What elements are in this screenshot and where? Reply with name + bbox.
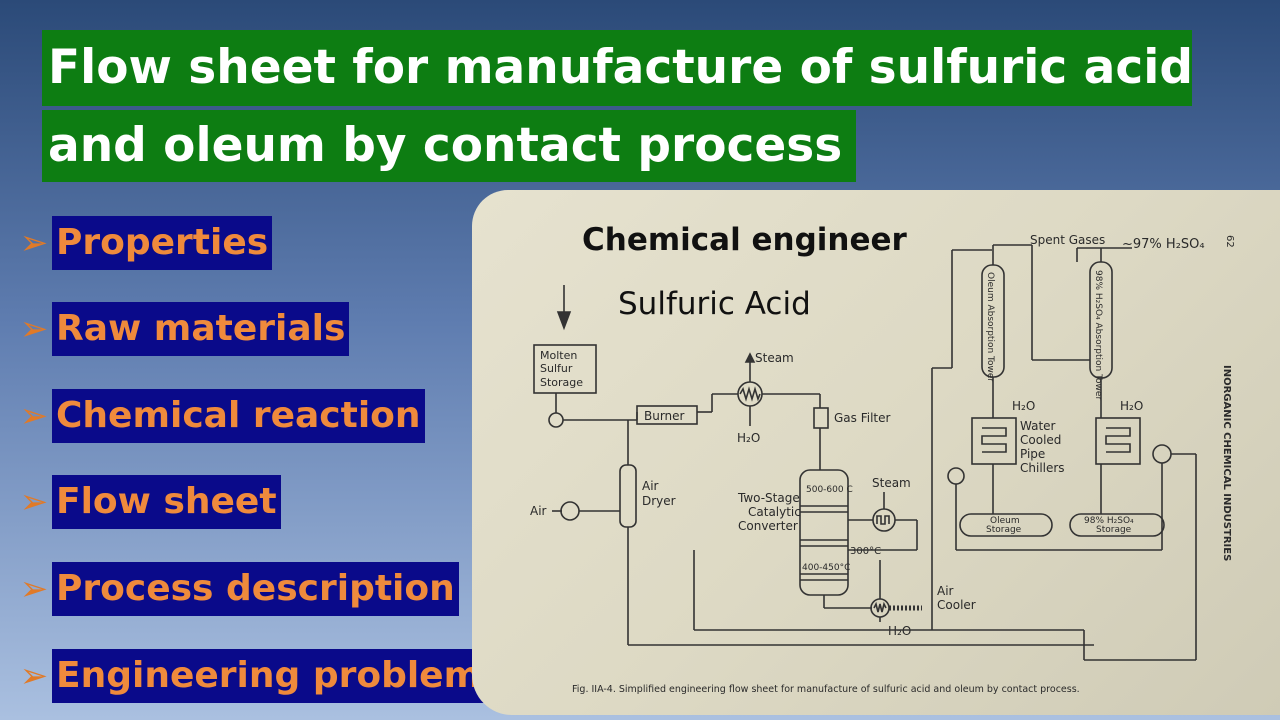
pump-icon — [548, 412, 564, 428]
burner-box — [636, 405, 698, 425]
oleum-storage-label-2: Storage — [986, 525, 1022, 535]
arrow-bullet-icon: ➢ — [19, 309, 49, 349]
page-number: 62 — [1224, 235, 1235, 248]
acid-97-label: ~97% H₂SO₄ — [1122, 237, 1205, 252]
spent-gases-label: Spent Gases — [1030, 233, 1105, 247]
gas-filter-box — [813, 407, 829, 429]
burner-label: Burner — [644, 409, 685, 423]
acid-storage-label-1: 98% H₂SO₄ — [1084, 516, 1134, 526]
acid-storage-label-2: Storage — [1096, 525, 1132, 535]
temp-bottom-label: 400-450°C — [802, 563, 850, 573]
acid-storage-tank — [1069, 513, 1165, 537]
gas-filter-label: Gas Filter — [834, 411, 891, 425]
temp-mid-label: 300°C — [850, 546, 881, 557]
arrow-bullet-icon: ➢ — [19, 482, 49, 522]
h2o-bottom-label: H₂O — [888, 624, 911, 638]
menu-item-flow-sheet[interactable]: ➢ Flow sheet — [16, 473, 281, 531]
air-label: Air — [530, 504, 547, 518]
arrow-bullet-icon: ➢ — [19, 569, 49, 609]
arrow-bullet-icon: ➢ — [19, 223, 49, 263]
menu-item-process-description[interactable]: ➢ Process description — [16, 560, 459, 618]
converter-label-1: Two-Stage — [737, 491, 800, 505]
acid-tower-label: 98% H₂SO₄ Absorption Tower — [1093, 270, 1103, 400]
air-cooler-label-1: Air — [937, 584, 954, 598]
air-dryer-label-2: Dryer — [642, 494, 676, 508]
air-blower-icon — [560, 501, 580, 521]
h2o-left-label: H₂O — [737, 431, 760, 445]
arrow-bullet-icon: ➢ — [19, 396, 49, 436]
converter-label-3: Converter — [738, 519, 798, 533]
oleum-storage-tank — [959, 513, 1053, 537]
menu-item-label: Process description — [52, 562, 459, 616]
acid-pump-icon — [1152, 444, 1172, 464]
arrow-bullet-icon: ➢ — [19, 656, 49, 696]
temp-top-label: 500-600 C — [806, 485, 853, 495]
air-cooler-icon — [870, 598, 890, 618]
steam-right-label: Steam — [872, 476, 911, 490]
down-arrow-icon — [556, 285, 572, 331]
menu-item-raw-materials[interactable]: ➢ Raw materials — [16, 300, 350, 358]
title-line-1: Flow sheet for manufacture of sulfuric a… — [42, 30, 1193, 106]
h2o-right-label: H₂O — [1120, 399, 1143, 413]
overlay-subheading: Sulfuric Acid — [618, 286, 811, 322]
menu-item-label: Engineering problem — [52, 649, 486, 703]
menu-item-label: Flow sheet — [52, 475, 281, 529]
molten-sulfur-storage-label-1: Molten — [540, 349, 577, 362]
air-cooler-label-2: Cooler — [937, 598, 976, 612]
oleum-tower-label: Oleum Absorption Tower — [985, 272, 995, 382]
figure-caption: Fig. IIA-4. Simplified engineering flow … — [572, 684, 1080, 695]
chillers-label-4: Chillers — [1020, 461, 1065, 475]
flow-sheet-diagram: Molten Sulfur Storage Burner Steam H₂O G… — [530, 233, 1235, 695]
molten-sulfur-storage-box — [533, 344, 597, 394]
chillers-label-3: Pipe — [1020, 447, 1045, 461]
chillers-label-1: Water — [1020, 419, 1056, 433]
air-dryer-label-1: Air — [642, 479, 659, 493]
oleum-storage-label-1: Oleum — [990, 516, 1020, 526]
air-dryer-tower — [619, 464, 637, 528]
menu-item-label: Raw materials — [52, 302, 350, 356]
molten-sulfur-storage-label-2: Sulfur — [540, 362, 573, 375]
menu-item-label: Chemical reaction — [52, 389, 425, 443]
flow-sheet-photo: Molten Sulfur Storage Burner Steam H₂O G… — [472, 190, 1280, 715]
menu-item-engineering-problem[interactable]: ➢ Engineering problem — [16, 647, 486, 705]
oleum-chiller-box — [971, 417, 1017, 465]
menu-item-properties[interactable]: ➢ Properties — [16, 214, 273, 272]
h2o-mid-label: H₂O — [1012, 399, 1035, 413]
menu-item-chemical-reaction[interactable]: ➢ Chemical reaction — [16, 387, 425, 445]
steam-top-label: Steam — [755, 351, 794, 365]
molten-sulfur-storage-label-3: Storage — [540, 376, 583, 389]
overlay-heading: Chemical engineer — [582, 222, 907, 258]
converter-label-2: Catalytic — [748, 505, 801, 519]
oleum-pump-icon — [947, 467, 965, 485]
side-heading: INORGANIC CHEMICAL INDUSTRIES — [1221, 365, 1232, 561]
acid-chiller-box — [1095, 417, 1141, 465]
title-line-2: and oleum by contact process — [42, 110, 857, 182]
chillers-label-2: Cooled — [1020, 433, 1061, 447]
menu-item-label: Properties — [52, 216, 273, 270]
